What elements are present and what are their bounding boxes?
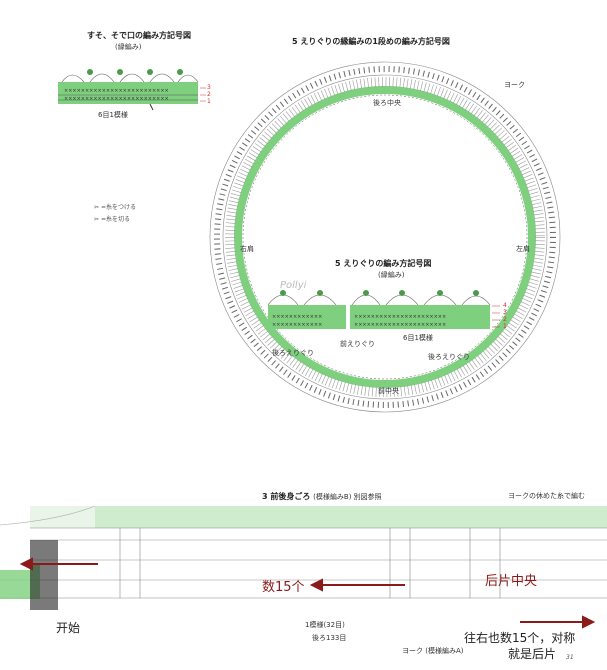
label-left-shoulder: 左肩 — [516, 245, 530, 253]
label-back-count: 後ろ133目 — [312, 634, 347, 642]
body-chart-title-main: 3 前後身ごろ — [262, 492, 311, 501]
scissors-icon: ✂ — [94, 216, 100, 223]
page-number: 31 — [566, 654, 574, 661]
neckline-edging-subtitle: (縁編み) — [378, 271, 405, 279]
svg-text:×××××××××××××××××××××××××: ××××××××××××××××××××××××× — [64, 96, 169, 102]
hem-chart-subtitle: (縁編み) — [115, 43, 142, 51]
label-back-center: 後ろ中央 — [373, 99, 401, 107]
body-chart-title-suffix: (模様編みB) 別図参照 — [313, 493, 382, 501]
scissors-icon: ✂ — [94, 204, 100, 211]
label-yoke-pattern: ヨーク (模様編みA) — [402, 647, 464, 655]
label-front-neck: 前えりぐり — [340, 340, 375, 348]
body-chart-title: 3 前後身ごろ (模様編みB) 別図参照 — [262, 491, 382, 502]
annotation-arrows — [19, 557, 596, 629]
edging-row-1: 1 — [503, 323, 507, 330]
legend-attach: ✂ =糸をつける — [94, 202, 136, 211]
hem-chart-title: すそ、そで口の編み方記号図 — [87, 31, 191, 40]
label-right-shoulder: 右肩 — [240, 245, 254, 253]
hem-row-1: 1 — [207, 98, 211, 105]
body-pattern-strip — [0, 500, 607, 610]
svg-text:×××××××××××××××××××××××××: ××××××××××××××××××××××××× — [64, 88, 169, 94]
label-back-neck-left: 後ろえりぐり — [272, 349, 314, 357]
neckline-edging-chart: ×××××××××××× ×××××××××××× ××××××××××××××… — [267, 290, 500, 329]
hem-repeat-label: 6目1模様 — [98, 111, 128, 119]
neckline-circle — [209, 61, 561, 413]
annotation-right-count-1: 往右也数15个，对称 — [464, 631, 576, 645]
svg-text:××××××××××××: ×××××××××××× — [272, 314, 322, 320]
svg-text:××××××××××××××××××××××: ×××××××××××××××××××××× — [354, 314, 446, 320]
annotation-back-center: 后片中央 — [485, 574, 538, 589]
legend-cut: ✂ =糸を切る — [94, 214, 130, 223]
hem-edging-chart: ××××××××××××××××××××××××× ××××××××××××××… — [58, 69, 206, 111]
label-edging-repeat: 6目1模様 — [403, 334, 433, 342]
neckline-edging-title: 5 えりぐりの編み方記号図 — [335, 259, 432, 268]
label-front-center: 前中央 — [378, 387, 399, 395]
neckline-chart-title: 5 えりぐりの縁編みの1段めの編み方記号図 — [292, 37, 450, 46]
annotation-start: 开始 — [56, 621, 81, 635]
label-pattern-repeat: 1模様(32目) — [305, 621, 345, 629]
label-yoke: ヨーク — [504, 81, 525, 89]
edging-row-2: 2 — [503, 316, 507, 323]
legend-attach-text: =糸をつける — [100, 204, 136, 211]
edging-row-4: 4 — [503, 302, 507, 309]
watermark: Pollyi — [280, 280, 307, 291]
annotation-right-count-2: 就是后片 — [508, 647, 557, 661]
annotation-count15: 数15个 — [262, 580, 305, 595]
hem-row-2: 2 — [207, 91, 211, 98]
svg-text:××××××××××××××××××××××: ×××××××××××××××××××××× — [354, 322, 446, 328]
legend-cut-text: =糸を切る — [100, 216, 130, 223]
svg-text:××××××××××××: ×××××××××××× — [272, 322, 322, 328]
body-chart-note: ヨークの休めた糸で編む — [508, 492, 585, 500]
label-back-neck-right: 後ろえりぐり — [428, 353, 470, 361]
edging-row-3: 3 — [503, 309, 507, 316]
hem-row-3: 3 — [207, 84, 211, 91]
